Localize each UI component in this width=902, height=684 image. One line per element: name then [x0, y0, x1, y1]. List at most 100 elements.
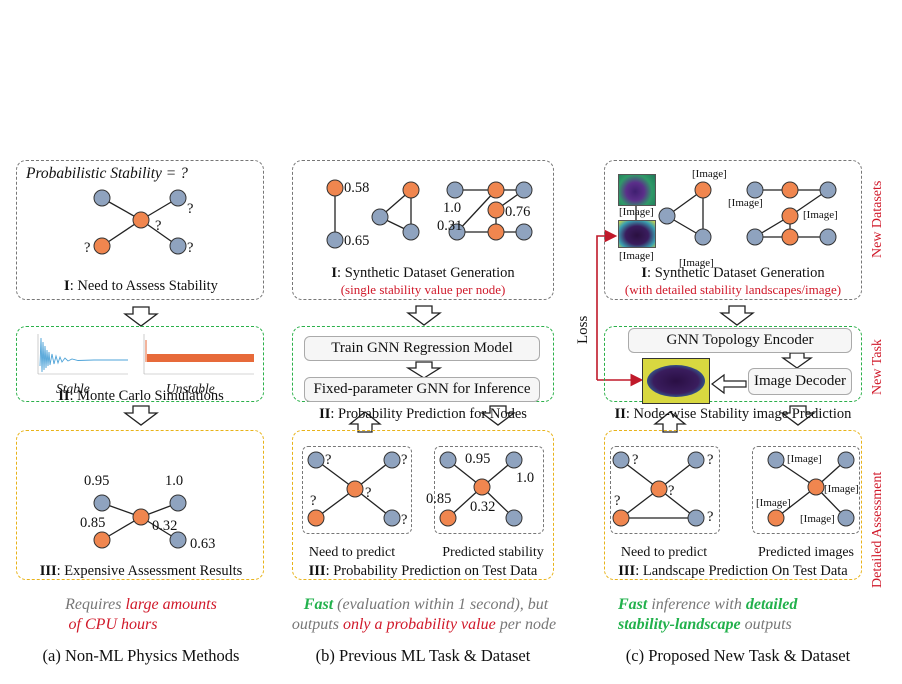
panel-a-box-3-caption: III: Expensive Assessment Results	[40, 564, 243, 579]
value-label: 0.95	[465, 451, 491, 467]
value-label: 0.95	[84, 473, 110, 489]
note-text: outputs	[291, 616, 343, 633]
image-tag: [Image]	[619, 206, 654, 218]
roman-numeral: III	[39, 563, 57, 579]
panel-b-note-line-2: outputs only a probability value per nod…	[292, 617, 556, 633]
note-highlight: large amounts	[125, 596, 217, 613]
value-label: 1.0	[165, 473, 184, 489]
value-label: 1.0	[516, 470, 535, 486]
image-tag: [Image]	[800, 513, 835, 525]
gnn-encoder-box: GNN Topology Encoder	[628, 328, 852, 353]
note-text: per node	[495, 616, 557, 633]
value-label: 0.32	[152, 518, 178, 534]
panel-c-caption: (c) Proposed New Task & Dataset	[625, 646, 851, 665]
detailed-assessment-label: Detailed Assessment	[870, 471, 885, 588]
q-mark: ?	[668, 483, 675, 499]
q-mark: ?	[187, 240, 194, 256]
roman-numeral: I	[641, 265, 648, 281]
roman-numeral: II	[319, 406, 331, 422]
panel-a-note-line-2: of CPU hours	[68, 616, 158, 633]
note-highlight: stability-landscape	[618, 616, 741, 633]
panel-c-box-3-caption: III: Landscape Prediction On Test Data	[618, 564, 847, 579]
panel-a-box-1	[16, 160, 264, 300]
stable-plot	[37, 334, 128, 375]
predicted-stability-label: Predicted stability	[442, 545, 544, 560]
image-tag: [Image]	[824, 483, 859, 495]
caption-text: : Landscape Prediction On Test Data	[635, 563, 848, 579]
q-mark: ?	[155, 218, 162, 234]
panel-b-note-line-1: Fast (evaluation within 1 second), but	[304, 597, 548, 613]
predicted-stability-box	[434, 446, 544, 534]
caption-text: : Probability Prediction for Nodes	[330, 406, 527, 422]
panel-c-box-1-caption: I: Synthetic Dataset Generation	[641, 266, 824, 281]
image-tag: [Image]	[756, 497, 791, 509]
roman-numeral: III	[308, 563, 326, 579]
panel-b-caption: (b) Previous ML Task & Dataset	[315, 646, 531, 665]
new-task-label: New Task	[870, 339, 885, 395]
panel-a-caption: (a) Non-ML Physics Methods	[42, 646, 240, 665]
q-mark: ?	[632, 452, 639, 468]
image-decoder-label: Image Decoder	[753, 373, 847, 389]
image-tag: [Image]	[692, 168, 727, 180]
note-text: Requires	[65, 596, 126, 613]
q-mark: ?	[707, 509, 714, 525]
caption-text: : Expensive Assessment Results	[56, 563, 243, 579]
image-tag: [Image]	[787, 453, 822, 465]
value-label: 0.85	[426, 491, 452, 507]
caption-text: : Node-wise Stability image Prediction	[625, 406, 852, 422]
predicted-images-label: Predicted images	[757, 545, 855, 560]
predicted-landscape-image	[642, 358, 710, 404]
note-highlight: Fast	[303, 596, 334, 613]
q-mark: ?	[614, 493, 621, 509]
panel-a-box-2	[16, 326, 264, 402]
roman-numeral: III	[618, 563, 636, 579]
need-predict-box	[302, 446, 412, 534]
need-predict-box	[610, 446, 720, 534]
q-mark: ?	[310, 493, 317, 509]
caption-text: : Monte Carlo Simulations	[69, 388, 224, 404]
simulation-plot-unstable	[140, 332, 256, 380]
q-mark: ?	[365, 485, 372, 501]
note-highlight: detailed	[745, 596, 798, 613]
value-label: 0.76	[505, 204, 531, 220]
panel-a-note-line-1: Requires large amounts	[65, 597, 217, 613]
unstable-label: Unstable	[166, 381, 215, 396]
value-label: 1.0	[443, 200, 462, 216]
q-mark: ?	[707, 452, 714, 468]
image-tag: [Image]	[679, 257, 714, 269]
panel-c-note-line-2: stability-landscape outputs	[618, 617, 792, 633]
inference-gnn-label: Fixed-parameter GNN for Inference	[313, 381, 531, 397]
q-mark: ?	[325, 452, 332, 468]
value-label: 0.32	[470, 499, 496, 515]
panel-b-box-3	[292, 430, 554, 580]
panel-a-box-1-caption: I: Need to Assess Stability	[64, 279, 218, 294]
value-label: 0.85	[80, 515, 106, 531]
panel-b-box-3-caption: III: Probability Prediction on Test Data	[309, 564, 538, 579]
note-text: outputs	[740, 616, 792, 633]
panel-b-box-1-caption: I: Synthetic Dataset Generation	[331, 266, 514, 281]
image-tag: [Image]	[619, 250, 654, 262]
roman-numeral: I	[331, 265, 338, 281]
simulation-plot-stable	[34, 332, 130, 380]
probabilistic-stability-title: Probabilistic Stability = ?	[26, 165, 188, 182]
image-tag: [Image]	[728, 197, 763, 209]
value-label: 0.31	[437, 218, 463, 234]
panel-c-box-2	[604, 326, 862, 402]
q-mark: ?	[84, 240, 91, 256]
caption-text: : Synthetic Dataset Generation	[647, 265, 825, 281]
need-predict-label: Need to predict	[620, 545, 708, 560]
unstable-plot	[143, 334, 254, 375]
roman-numeral: II	[58, 388, 70, 404]
caption-text: : Synthetic Dataset Generation	[337, 265, 515, 281]
landscape-thumbnail-purple	[618, 220, 656, 248]
inference-gnn-box: Fixed-parameter GNN for Inference	[304, 377, 540, 402]
predicted-images-box	[752, 446, 860, 534]
note-text: (evaluation within 1 second), but	[333, 596, 549, 613]
note-highlight: Fast	[618, 596, 648, 613]
value-label: 0.58	[344, 180, 370, 196]
image-tag: [Image]	[803, 209, 838, 221]
q-mark: ?	[401, 452, 408, 468]
panel-b-box-1	[292, 160, 554, 300]
